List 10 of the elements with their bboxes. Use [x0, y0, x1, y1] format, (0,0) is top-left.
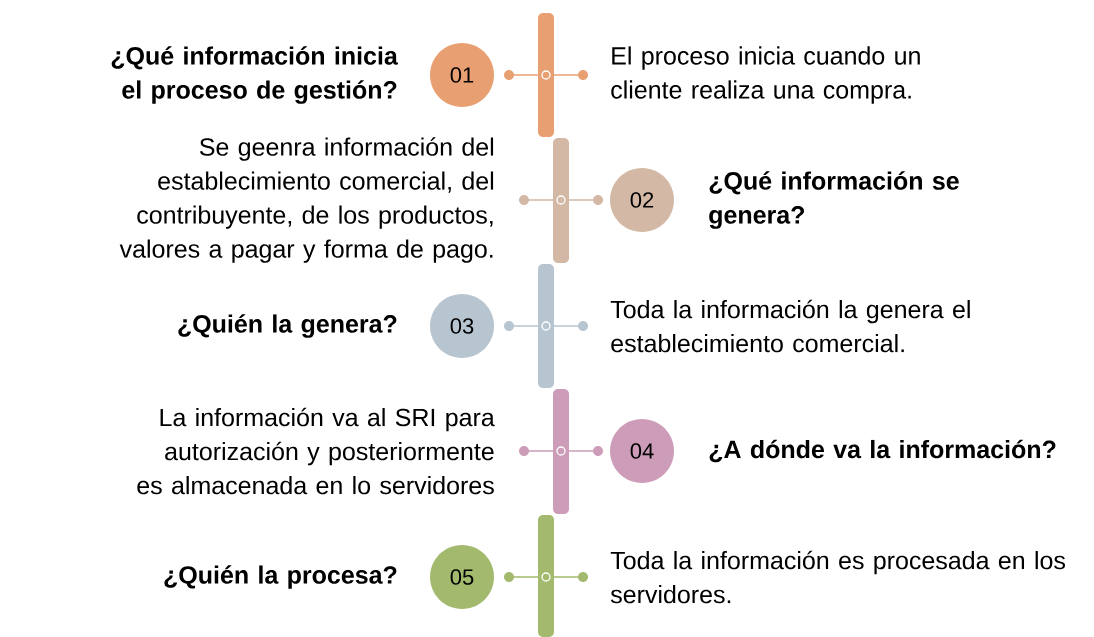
- question: ¿Quién la genera?: [178, 314, 397, 338]
- answer: Se geenra información del establecimiento comercial, del contribuyente, de los productos, valores a pagar y forma de pago.: [119, 137, 494, 263]
- question: ¿A dónde va la información?: [709, 439, 1056, 463]
- question: ¿Qué información se genera?: [709, 171, 959, 229]
- question: ¿Qué información inicia el proceso de gestión?: [111, 46, 398, 104]
- answer: La información va al SRI para autorización y posteriormente es almacenada en lo servidores: [137, 407, 495, 495]
- answer: Toda la información es procesada en los servidores.: [610, 550, 1065, 604]
- answer: Toda la información la genera el establecimiento comercial.: [610, 299, 970, 353]
- question: ¿Quién la procesa?: [164, 565, 397, 589]
- answer: El proceso inicia cuando un cliente realiza una compra.: [611, 46, 920, 104]
